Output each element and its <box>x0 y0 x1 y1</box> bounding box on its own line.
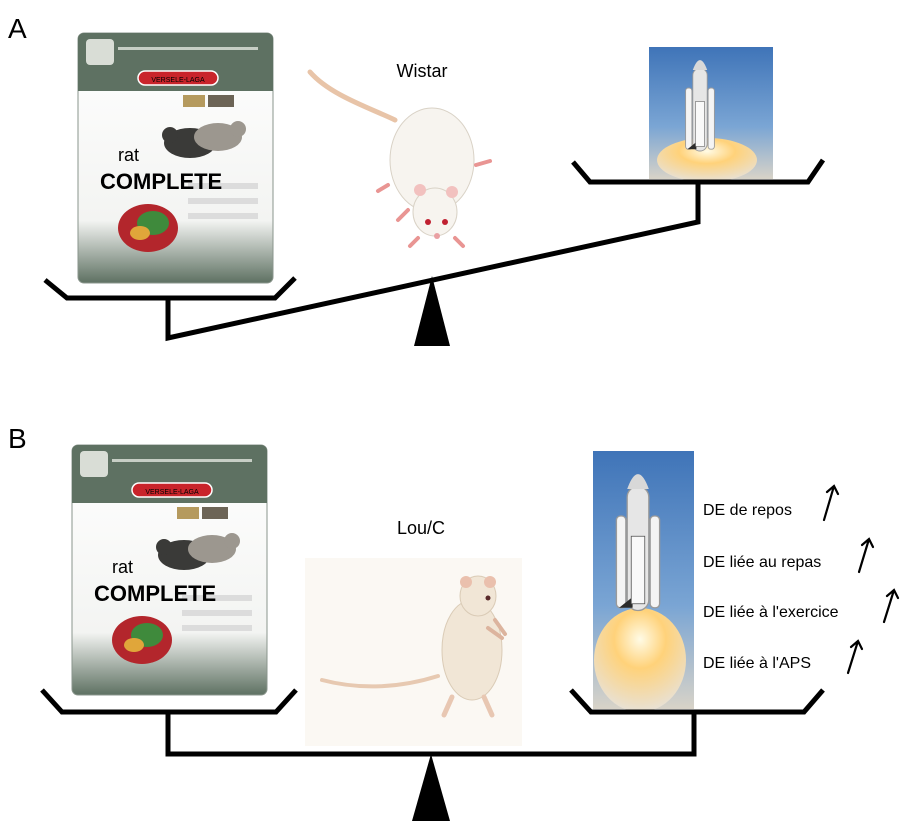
expenditure-item: DE liée à l'APS <box>703 655 811 672</box>
fulcrum-icon <box>414 276 450 346</box>
food-package-brand: VERSELE-LAGA <box>145 489 199 496</box>
fulcrum-icon <box>412 754 450 821</box>
food-package-icon: rat COMPLETE VERSELE-LAGA <box>71 444 268 696</box>
up-arrow-icon <box>882 588 900 624</box>
panel-b-label: B <box>8 423 27 454</box>
panel-a-label: A <box>8 13 27 44</box>
energy-expenditure-list: DE de repos DE liée au repas DE liée à l… <box>703 502 839 672</box>
expenditure-item: DE de repos <box>703 502 792 519</box>
food-package-line1: rat <box>112 557 133 577</box>
rat-icon <box>305 558 522 746</box>
left-pan <box>40 688 298 715</box>
up-arrow-icon <box>846 639 864 675</box>
up-arrow-icon <box>857 537 875 574</box>
space-shuttle-icon <box>649 47 773 182</box>
food-package-brand: VERSELE-LAGA <box>151 77 205 84</box>
animal-label-b: Lou/C <box>397 518 445 538</box>
space-shuttle-icon <box>593 451 694 712</box>
rat-icon <box>303 55 508 260</box>
animal-label-a: Wistar <box>397 61 448 81</box>
expenditure-item: DE liée au repas <box>703 554 821 571</box>
food-package-line1: rat <box>118 145 139 165</box>
food-package-icon: rat COMPLETE VERSELE-LAGA <box>77 32 274 284</box>
right-pan <box>571 158 826 185</box>
left-pan <box>43 276 297 301</box>
expenditure-item: DE liée à l'exercice <box>703 604 839 621</box>
food-package-line2: COMPLETE <box>100 169 222 194</box>
food-package-line2: COMPLETE <box>94 581 216 606</box>
up-arrow-icon <box>822 484 840 522</box>
right-pan <box>569 688 825 715</box>
